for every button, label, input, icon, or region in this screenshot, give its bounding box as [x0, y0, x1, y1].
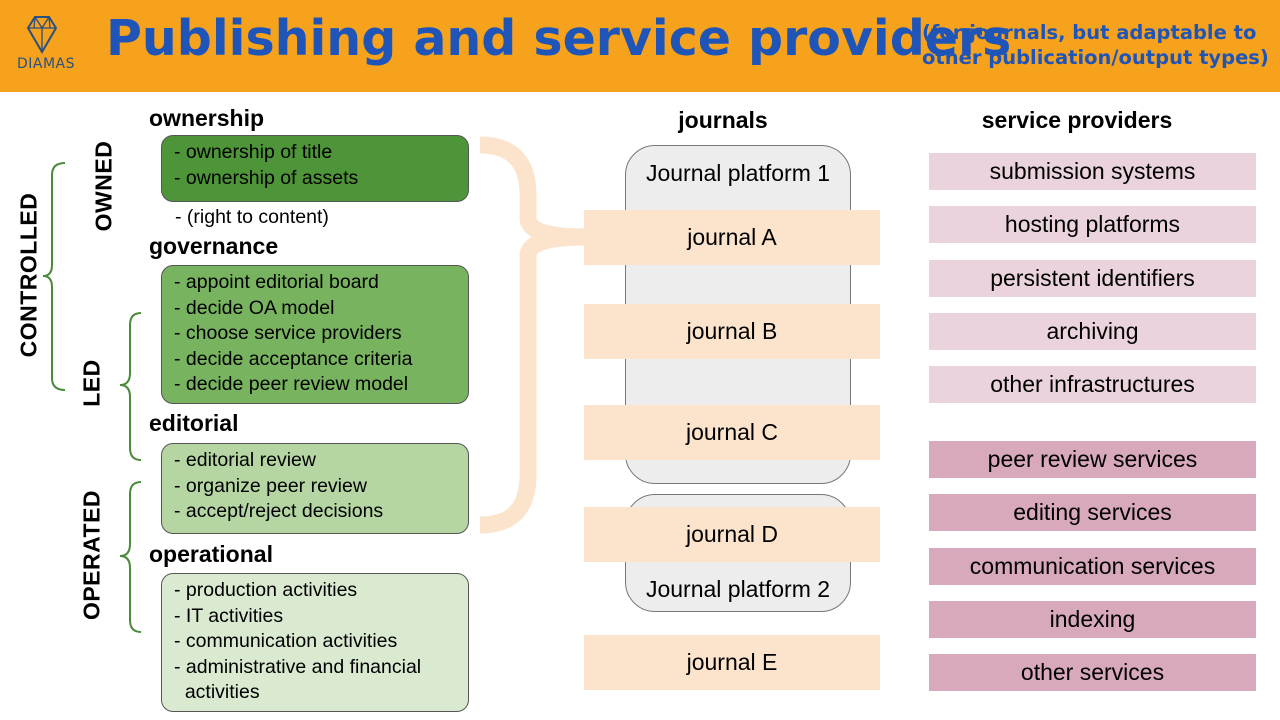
owned-label: OWNED — [90, 140, 117, 232]
header-bar — [0, 0, 1280, 92]
governance-box: - appoint editorial board - decide OA mo… — [161, 265, 469, 404]
page-title: Publishing and service providers — [106, 10, 1012, 67]
service-item: indexing — [929, 601, 1256, 638]
infrastructure-item: submission systems — [929, 153, 1256, 190]
governance-item: - decide OA model — [174, 296, 335, 319]
editorial-item: - editorial review — [174, 449, 316, 471]
service-item: communication services — [929, 548, 1256, 585]
journal-connector-brace — [479, 136, 586, 534]
editorial-item: - organize peer review — [174, 474, 367, 497]
infrastructure-item: persistent identifiers — [929, 260, 1256, 297]
service-item: peer review services — [929, 441, 1256, 478]
editorial-title: editorial — [149, 410, 239, 436]
editorial-item: - accept/reject decisions — [174, 500, 384, 522]
controlled-bracket — [42, 162, 66, 391]
service-item: other services — [929, 654, 1256, 691]
operational-item: - production activities — [174, 579, 358, 601]
governance-item: - appoint editorial board — [174, 271, 379, 293]
page-subtitle: (for journals, but adaptable to other pu… — [922, 20, 1272, 70]
operational-item: - communication activities — [174, 630, 398, 652]
operational-box: - production activities - IT activities … — [161, 573, 469, 712]
journal-item: journal D — [584, 507, 880, 562]
operated-bracket — [119, 481, 142, 633]
ownership-title: ownership — [149, 105, 265, 131]
journal-item: journal C — [584, 405, 880, 460]
operational-item: - IT activities — [174, 604, 284, 627]
governance-item: - decide peer review model — [174, 373, 409, 395]
operated-label: OPERATED — [78, 489, 105, 621]
operational-title: operational — [149, 541, 273, 567]
subtitle-line-1: (for journals, but adaptable to — [922, 21, 1257, 44]
journal-platform-1-label: Journal platform 1 — [645, 160, 831, 186]
infrastructure-item: other infrastructures — [929, 366, 1256, 403]
governance-item: - decide acceptance criteria — [174, 347, 413, 370]
infrastructure-item: hosting platforms — [929, 206, 1256, 243]
operational-item: - administrative and financial — [174, 655, 422, 678]
journal-platform-2-label: Journal platform 2 — [645, 576, 831, 602]
journal-item: journal A — [584, 210, 880, 265]
journals-column-title: journals — [678, 107, 768, 133]
infrastructure-item: archiving — [929, 313, 1256, 350]
logo-text: DIAMAS — [16, 56, 76, 72]
ownership-item: - ownership of assets — [174, 166, 359, 189]
controlled-label: CONTROLLED — [15, 192, 42, 358]
diamas-logo-icon — [26, 16, 58, 54]
editorial-box: - editorial review - organize peer revie… — [161, 443, 469, 534]
governance-title: governance — [149, 233, 279, 259]
service-item: editing services — [929, 494, 1256, 531]
journal-item: journal E — [584, 635, 880, 690]
operational-item: activities — [174, 681, 260, 703]
service-providers-column-title: service providers — [981, 107, 1173, 133]
led-bracket — [119, 312, 142, 461]
subtitle-line-2: other publication/output types) — [922, 46, 1269, 69]
ownership-extra: - (right to content) — [175, 206, 329, 228]
ownership-item: - ownership of title — [174, 141, 333, 163]
journal-item: journal B — [584, 304, 880, 359]
governance-item: - choose service providers — [174, 322, 402, 344]
ownership-box: - ownership of title - ownership of asse… — [161, 135, 469, 202]
led-label: LED — [78, 359, 105, 407]
